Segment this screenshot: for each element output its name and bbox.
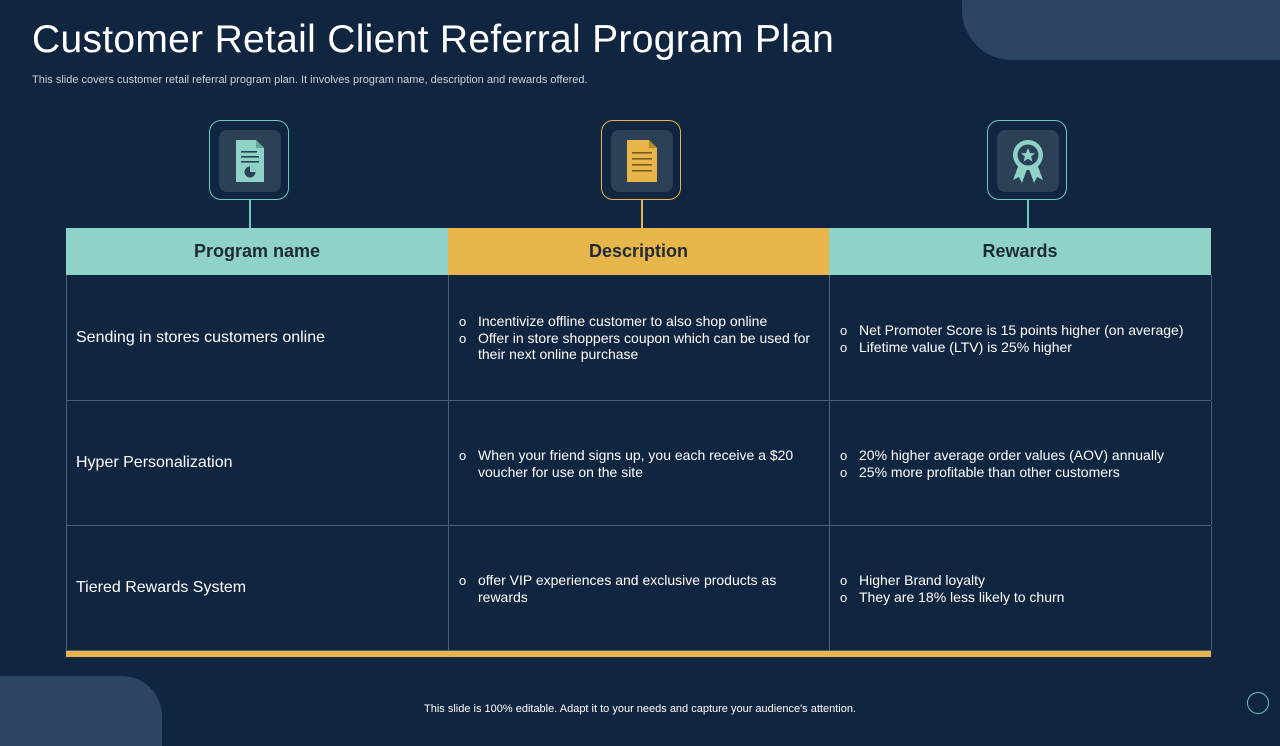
decorative-corner-shape	[962, 0, 1280, 60]
table-bottom-bar	[66, 651, 1211, 657]
document-chart-icon	[236, 140, 264, 182]
program-name-cell: Tiered Rewards System	[67, 526, 449, 650]
award-ribbon-icon	[1013, 140, 1043, 183]
bullet-icon: o	[840, 573, 848, 588]
table-header: Program name Description Rewards	[66, 228, 1211, 275]
header-description: Description	[448, 228, 829, 275]
icon-connector	[641, 200, 643, 228]
description-icon-box	[601, 120, 681, 200]
header-program-name: Program name	[66, 228, 448, 275]
header-rewards: Rewards	[829, 228, 1211, 275]
icon-connector	[1027, 200, 1029, 228]
page-subtitle: This slide covers customer retail referr…	[32, 74, 588, 86]
circle-icon	[1247, 692, 1269, 714]
bullet-icon: o	[840, 589, 848, 605]
document-list-icon	[627, 140, 657, 182]
bullet-icon: o	[459, 330, 467, 346]
bullet-icon: o	[459, 573, 467, 588]
page-title: Customer Retail Client Referral Program …	[32, 18, 835, 61]
program-name-cell: Sending in stores customers online	[67, 275, 449, 400]
bullet-icon: o	[840, 448, 848, 463]
program-name-icon-box	[209, 120, 289, 200]
icon-connector	[249, 200, 251, 228]
footer-note: This slide is 100% editable. Adapt it to…	[424, 703, 856, 715]
rewards-icon-box	[987, 120, 1067, 200]
bullet-icon: o	[840, 323, 848, 338]
bullet-icon: o	[459, 448, 467, 463]
bullet-icon: o	[840, 339, 848, 355]
referral-program-table: Program name Description Rewards Sending…	[66, 228, 1212, 657]
bullet-icon: o	[840, 464, 848, 480]
program-name-cell: Hyper Personalization	[67, 401, 449, 525]
bullet-icon: o	[459, 314, 467, 329]
